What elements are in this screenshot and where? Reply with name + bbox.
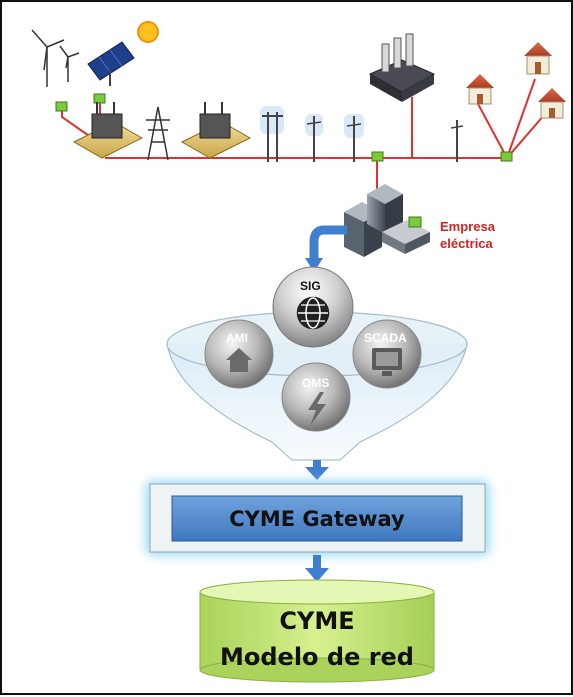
oms-label: OMS bbox=[302, 376, 329, 390]
network-model-cylinder: CYME Modelo de red bbox=[199, 579, 435, 683]
sun-icon bbox=[137, 21, 159, 43]
flow-arrow-gateway bbox=[305, 555, 329, 582]
gateway-label: CYME Gateway bbox=[229, 507, 405, 531]
home-icon bbox=[226, 348, 252, 372]
wind-turbine-icon bbox=[31, 29, 80, 87]
sig-label: SIG bbox=[300, 279, 321, 293]
sig-system: SIG bbox=[272, 266, 354, 348]
factory-icon bbox=[368, 33, 436, 102]
substation-icon bbox=[72, 102, 144, 159]
grid-node bbox=[55, 101, 68, 112]
ami-system: AMI bbox=[204, 319, 274, 389]
model-title: CYME bbox=[279, 607, 354, 635]
grid-node bbox=[500, 151, 513, 162]
house-icon bbox=[538, 88, 566, 119]
lightning-icon bbox=[308, 392, 326, 426]
oms-system: OMS bbox=[281, 362, 351, 432]
scada-system: SCADA bbox=[352, 319, 422, 389]
power-grid-lines bbox=[61, 78, 546, 200]
flow-arrow-utility bbox=[305, 225, 347, 272]
grid-nodes bbox=[55, 93, 513, 162]
house-icon bbox=[524, 42, 552, 75]
grid-node bbox=[371, 151, 384, 162]
utility-pole-icon bbox=[260, 106, 284, 162]
data-center-icon bbox=[344, 184, 430, 257]
utility-pole-icon bbox=[450, 120, 464, 162]
cyme-gateway: CYME Gateway bbox=[145, 480, 490, 556]
utility-label-line2: eléctrica bbox=[440, 236, 494, 251]
transmission-tower-icon bbox=[146, 106, 170, 161]
globe-icon bbox=[296, 296, 330, 330]
utility-pole-icon bbox=[344, 114, 364, 162]
utility-pole-icon bbox=[305, 114, 323, 162]
house-icon bbox=[466, 74, 494, 105]
utility-label-line1: Empresa bbox=[440, 219, 496, 234]
flow-arrow-funnel bbox=[305, 460, 329, 480]
model-subtitle: Modelo de red bbox=[220, 643, 414, 671]
ami-label: AMI bbox=[226, 331, 248, 345]
substation-icon bbox=[180, 102, 252, 159]
solar-panel-icon bbox=[87, 41, 135, 86]
monitor-icon bbox=[372, 348, 402, 376]
scada-label: SCADA bbox=[364, 331, 407, 345]
grid-node bbox=[93, 93, 106, 104]
